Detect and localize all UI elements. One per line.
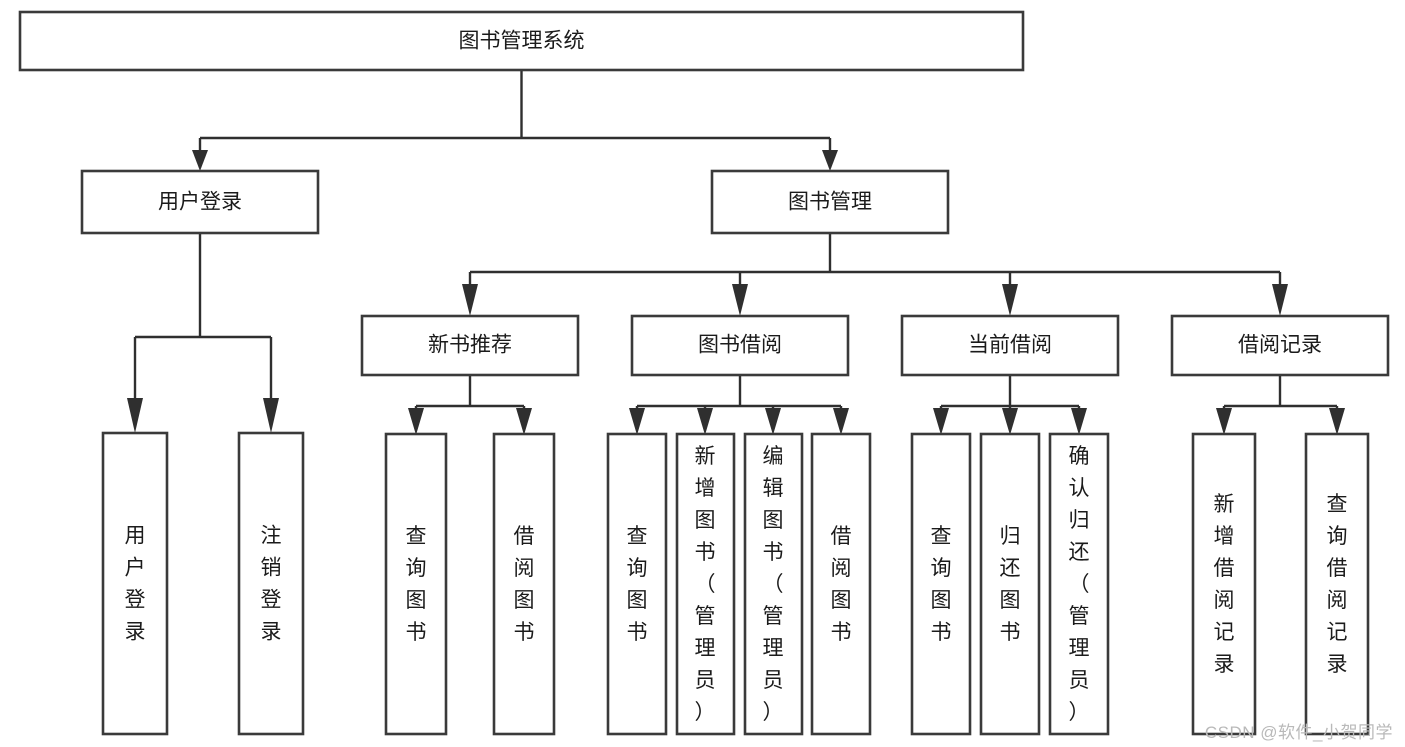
node-leaf-query-book-3[interactable]: 查询图书 [910,432,972,736]
node-leaf-return-book-box[interactable] [979,432,1041,736]
node-borrow-record-box[interactable] [1170,314,1390,377]
node-book-management[interactable]: 图书管理 [710,169,950,235]
node-current-borrow-box[interactable] [900,314,1120,377]
node-leaf-add-record-label: 新增借阅记录 [1214,493,1235,676]
node-leaf-borrow-book-1-box[interactable] [492,432,556,736]
node-leaf-query-book-2[interactable]: 查询图书 [606,432,668,736]
node-leaf-confirm-return[interactable]: 确认归还（管理员） [1048,432,1110,736]
node-user-login-box[interactable] [80,169,320,235]
arrow-head-leaf-query-book-3 [933,408,949,435]
csdn-watermark: CSDN @软件_小贺同学 [1204,723,1393,742]
node-leaf-add-record[interactable]: 新增借阅记录 [1191,432,1257,736]
node-leaf-query-book-1-box[interactable] [384,432,448,736]
node-leaf-query-book-2-box[interactable] [606,432,668,736]
node-leaf-borrow-book-1-label: 借阅图书 [514,525,535,644]
connector-layer [127,70,1345,435]
arrow-head-user-login [192,150,208,171]
node-leaf-query-record[interactable]: 查询借阅记录 [1304,432,1370,736]
arrow-head-leaf-borrow-book-1 [516,408,532,435]
node-leaf-logout-login-label: 注销登录 [261,525,282,644]
node-root-box[interactable] [18,10,1025,72]
node-leaf-logout-login[interactable]: 注销登录 [237,431,305,736]
node-leaf-logout-login-box[interactable] [237,431,305,736]
node-new-book-recommend-box[interactable] [360,314,580,377]
node-leaf-borrow-book-1[interactable]: 借阅图书 [492,432,556,736]
node-leaf-return-book[interactable]: 归还图书 [979,432,1041,736]
node-borrow-record-label: 借阅记录 [1238,334,1322,357]
node-current-borrow-label: 当前借阅 [968,334,1052,357]
node-leaf-user-login-box[interactable] [101,431,169,736]
node-leaf-add-book-label: 新增图书（管理员） [695,445,716,724]
node-book-management-label: 图书管理 [788,191,872,214]
node-book-borrow[interactable]: 图书借阅 [630,314,850,377]
node-leaf-query-record-box[interactable] [1304,432,1370,736]
node-user-login-label: 用户登录 [158,191,242,214]
arrow-head-leaf-logout-login [263,398,279,433]
node-new-book-recommend[interactable]: 新书推荐 [360,314,580,377]
arrow-head-leaf-add-record [1216,408,1232,435]
arrow-head-leaf-user-login [127,398,143,433]
node-leaf-return-book-label: 归还图书 [1000,525,1021,644]
arrow-head-leaf-query-book-1 [408,408,424,435]
arrow-head-leaf-return-book [1002,408,1018,435]
node-new-book-recommend-label: 新书推荐 [428,334,512,357]
arrow-head-leaf-confirm-return [1071,408,1087,435]
node-book-borrow-box[interactable] [630,314,850,377]
node-book-borrow-label: 图书借阅 [698,334,782,357]
node-root[interactable]: 图书管理系统 [18,10,1025,72]
node-leaf-add-book[interactable]: 新增图书（管理员） [675,432,736,736]
arrow-head-new-book-recommend [462,284,478,316]
node-user-login[interactable]: 用户登录 [80,169,320,235]
arrow-head-leaf-borrow-book-2 [833,408,849,435]
node-leaf-user-login-label: 用户登录 [125,525,146,644]
node-borrow-record[interactable]: 借阅记录 [1170,314,1390,377]
node-leaf-edit-book-label: 编辑图书（管理员） [763,445,784,724]
node-leaf-query-record-label: 查询借阅记录 [1327,493,1348,676]
node-book-management-box[interactable] [710,169,950,235]
node-leaf-edit-book-box[interactable] [743,432,804,736]
arrow-head-book-borrow [732,284,748,316]
node-leaf-borrow-book-2-label: 借阅图书 [831,525,852,644]
arrow-head-leaf-edit-book [765,408,781,435]
node-current-borrow[interactable]: 当前借阅 [900,314,1120,377]
node-leaf-query-book-1[interactable]: 查询图书 [384,432,448,736]
node-leaf-user-login[interactable]: 用户登录 [101,431,169,736]
arrow-head-leaf-add-book [697,408,713,435]
node-leaf-borrow-book-2[interactable]: 借阅图书 [810,432,872,736]
node-leaf-edit-book[interactable]: 编辑图书（管理员） [743,432,804,736]
node-leaf-query-book-2-label: 查询图书 [627,525,648,644]
arrow-head-current-borrow [1002,284,1018,316]
arrow-head-borrow-record [1272,284,1288,316]
node-leaf-add-record-box[interactable] [1191,432,1257,736]
node-leaf-confirm-return-box[interactable] [1048,432,1110,736]
arrow-head-book-management [822,150,838,171]
node-root-label: 图书管理系统 [459,30,585,53]
node-leaf-query-book-3-label: 查询图书 [931,525,952,644]
node-leaf-query-book-3-box[interactable] [910,432,972,736]
node-leaf-add-book-box[interactable] [675,432,736,736]
node-leaf-query-book-1-label: 查询图书 [406,525,427,644]
node-leaf-confirm-return-label: 确认归还（管理员） [1069,445,1090,724]
arrow-head-leaf-query-book-2 [629,408,645,435]
node-leaf-borrow-book-2-box[interactable] [810,432,872,736]
arrow-head-leaf-query-record [1329,408,1345,435]
